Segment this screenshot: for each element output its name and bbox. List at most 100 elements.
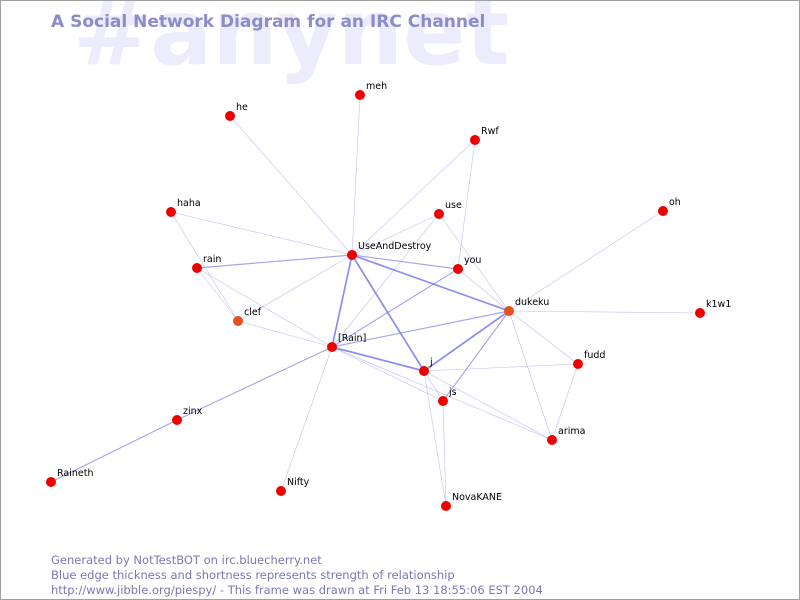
node-j: j — [419, 357, 433, 376]
edge-he-useanddestroy — [229, 115, 353, 256]
node-dot-j — [419, 366, 429, 376]
node-label-irain: [Rain] — [338, 333, 366, 344]
edge-useanddestroy-irain — [331, 254, 353, 348]
edge-dukeku-js — [442, 310, 510, 402]
edge-rain-irain — [196, 267, 333, 348]
node-oh: oh — [658, 197, 681, 216]
node-label-use: use — [445, 200, 462, 211]
node-dot-novakane — [441, 501, 451, 511]
edge-useanddestroy-dukeku — [351, 254, 510, 312]
edge-irain-nifty — [280, 346, 333, 492]
edge-use-irain — [331, 213, 440, 348]
edge-j-arima — [423, 370, 553, 441]
edge-use-useanddestroy — [351, 213, 440, 256]
node-label-rwf: Rwf — [481, 126, 499, 137]
edge-dukeku-j — [423, 310, 510, 372]
edge-j-js — [423, 370, 444, 402]
node-dot-clef — [233, 316, 243, 326]
footer-url-timestamp: http://www.jibble.org/piespy/ - This fra… — [51, 583, 543, 597]
node-clef: clef — [233, 307, 262, 326]
node-dot-haha — [166, 207, 176, 217]
node-label-js: js — [448, 387, 457, 398]
node-dot-use — [434, 209, 444, 219]
edge-js-novakane — [442, 400, 447, 507]
edge-irain-j — [331, 346, 425, 372]
edge-rwf-useanddestroy — [351, 139, 476, 256]
node-label-j: j — [429, 357, 433, 368]
edge-fudd-arima — [551, 363, 579, 441]
edge-j-fudd — [423, 363, 579, 372]
diagram-title: A Social Network Diagram for an IRC Chan… — [51, 12, 486, 32]
node-dot-fudd — [573, 359, 583, 369]
node-label-zinx: zinx — [183, 406, 203, 417]
edge-oh-dukeku — [508, 210, 664, 312]
node-dot-he — [225, 111, 235, 121]
edge-dukeku-k1w1 — [508, 310, 701, 314]
node-rain: rain — [192, 254, 221, 273]
footer-legend-note: Blue edge thickness and shortness repres… — [51, 568, 455, 582]
edge-you-dukeku — [457, 268, 510, 312]
node-dot-raineth — [46, 477, 56, 487]
node-dot-zinx — [172, 415, 182, 425]
node-dot-you — [453, 264, 463, 274]
edge-irain-arima — [331, 346, 553, 441]
node-arima: arima — [547, 426, 585, 445]
edge-clef-irain — [237, 320, 333, 348]
channel-watermark: #anynet — [73, 0, 510, 86]
node-label-fudd: fudd — [584, 350, 605, 361]
node-dot-meh — [355, 90, 365, 100]
edge-useanddestroy-you — [351, 254, 459, 270]
node-label-you: you — [464, 255, 481, 266]
node-dot-dukeku — [504, 306, 514, 316]
node-use: use — [434, 200, 462, 219]
node-dot-rain — [192, 263, 202, 273]
node-dot-useanddestroy — [347, 250, 357, 260]
footer-generated-by: Generated by NotTestBOT on irc.bluecherr… — [51, 553, 322, 567]
node-label-oh: oh — [669, 197, 681, 208]
edge-useanddestroy-clef — [237, 254, 353, 322]
edge-haha-clef — [170, 211, 239, 322]
edge-you-irain — [331, 268, 459, 348]
node-label-arima: arima — [558, 426, 585, 437]
node-label-novakane: NovaKANE — [452, 492, 502, 503]
footer-info: Generated by NotTestBOT on irc.bluecherr… — [51, 553, 543, 598]
node-dot-rwf — [470, 135, 480, 145]
node-raineth: Raineth — [46, 468, 93, 487]
edge-irain-js — [331, 346, 444, 402]
node-useanddestroy: UseAndDestroy — [347, 241, 432, 260]
node-label-clef: clef — [244, 307, 262, 318]
node-label-nifty: Nifty — [287, 477, 310, 488]
edge-dukeku-arima — [508, 310, 553, 441]
node-dot-js — [438, 396, 448, 406]
node-irain: [Rain] — [327, 333, 366, 352]
node-novakane: NovaKANE — [441, 492, 502, 511]
node-fudd: fudd — [573, 350, 605, 369]
node-he: he — [225, 102, 248, 121]
node-haha: haha — [166, 198, 201, 217]
node-dot-nifty — [276, 486, 286, 496]
edge-dukeku-irain — [331, 310, 510, 348]
edge-meh-useanddestroy — [351, 94, 361, 256]
node-label-rain: rain — [203, 254, 221, 265]
node-dot-oh — [658, 206, 668, 216]
node-label-k1w1: k1w1 — [706, 299, 731, 310]
edge-rwf-you — [457, 139, 476, 270]
node-label-he: he — [236, 102, 248, 113]
edges-layer — [50, 94, 701, 507]
node-dukeku: dukeku — [504, 297, 549, 316]
node-dot-k1w1 — [695, 308, 705, 318]
node-label-meh: meh — [366, 81, 387, 92]
edge-rain-clef — [196, 267, 239, 322]
node-meh: meh — [355, 81, 387, 100]
node-rwf: Rwf — [470, 126, 499, 145]
edge-useanddestroy-rain — [196, 254, 353, 269]
node-js: js — [438, 387, 457, 406]
node-label-dukeku: dukeku — [515, 297, 549, 308]
edge-dukeku-fudd — [508, 310, 579, 365]
edge-use-dukeku — [438, 213, 510, 312]
node-label-raineth: Raineth — [57, 468, 93, 479]
node-dot-irain — [327, 342, 337, 352]
node-nifty: Nifty — [276, 477, 310, 496]
